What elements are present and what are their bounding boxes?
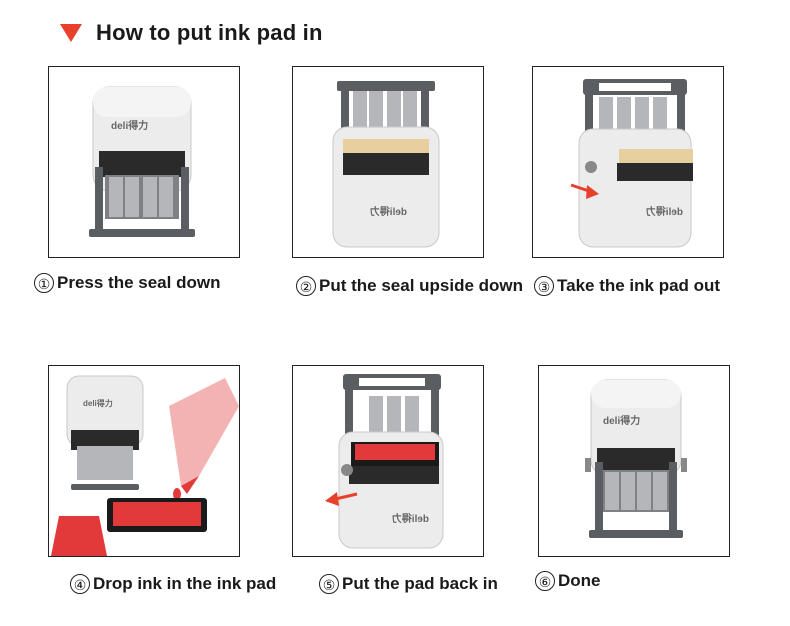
step-label: Take the ink pad out bbox=[557, 276, 721, 295]
step-2-image: deli得力 bbox=[292, 66, 484, 258]
step-3-image: deli得力 bbox=[532, 66, 724, 258]
step-label: Drop ink in the ink pad bbox=[93, 574, 277, 593]
step-label: Done bbox=[558, 571, 601, 590]
step-6-image: deli得力 bbox=[538, 365, 730, 557]
step-number: ⑥ bbox=[535, 571, 555, 591]
step-2-caption: ② Put the seal upside down bbox=[296, 276, 523, 296]
step-4-image: deli得力 bbox=[48, 365, 240, 557]
step-6-caption: ⑥ Done bbox=[535, 571, 601, 591]
step-number: ③ bbox=[534, 276, 554, 296]
logo-text: deli得力 bbox=[111, 119, 148, 132]
step-label: Press the seal down bbox=[57, 273, 221, 292]
page-title: How to put ink pad in bbox=[96, 20, 323, 45]
page-header: How to put ink pad in bbox=[60, 18, 323, 48]
step-1-image: deli得力 bbox=[48, 66, 240, 258]
step-number: ② bbox=[296, 276, 316, 296]
logo-text: deli得力 bbox=[646, 205, 683, 218]
step-number: ① bbox=[34, 273, 54, 293]
logo-text: deli得力 bbox=[370, 205, 407, 218]
step-number: ④ bbox=[70, 574, 90, 594]
step-number: ⑤ bbox=[319, 574, 339, 594]
step-5-caption: ⑤ Put the pad back in bbox=[319, 574, 498, 594]
step-1-caption: ① Press the seal down bbox=[34, 273, 220, 293]
logo-text: deli得力 bbox=[83, 398, 113, 408]
logo-text: deli得力 bbox=[392, 512, 429, 525]
triangle-down-icon bbox=[60, 24, 82, 42]
step-label: Put the pad back in bbox=[342, 574, 498, 593]
step-label: Put the seal upside down bbox=[319, 276, 524, 295]
step-3-caption: ③ Take the ink pad out bbox=[534, 276, 720, 296]
logo-text: deli得力 bbox=[603, 414, 640, 427]
step-4-caption: ④ Drop ink in the ink pad bbox=[70, 574, 276, 594]
step-5-image: deli得力 bbox=[292, 365, 484, 557]
